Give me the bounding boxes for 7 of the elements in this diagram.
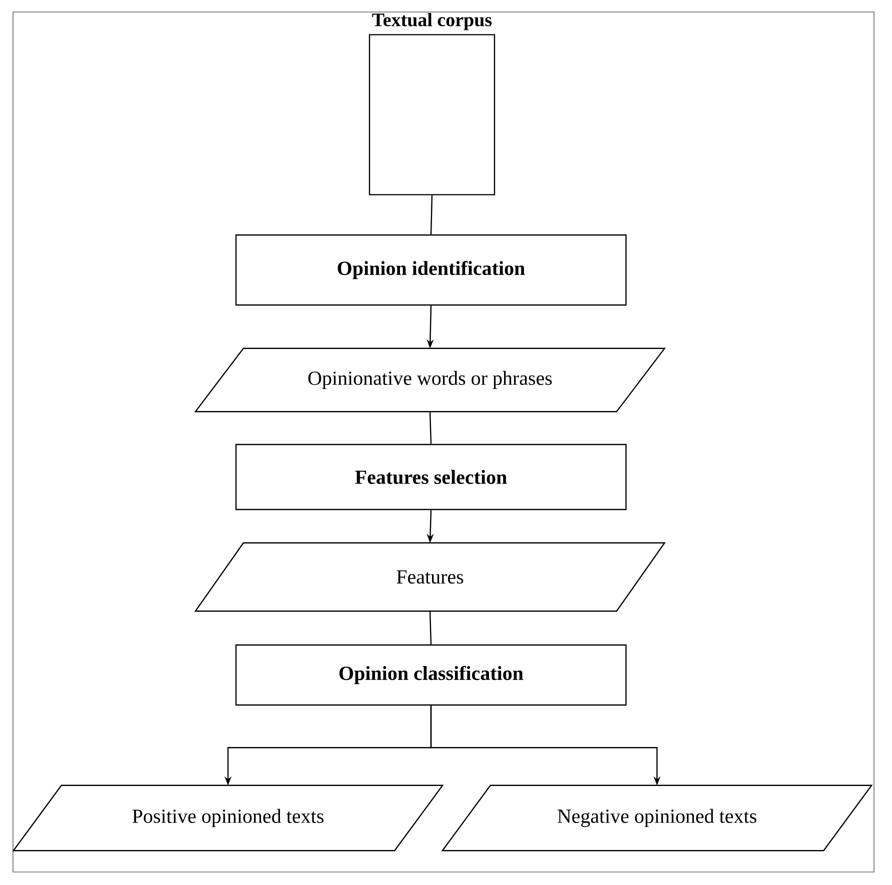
connector bbox=[429, 611, 432, 644]
process-box: Features selection bbox=[235, 444, 627, 510]
process-box: Opinion classification bbox=[235, 644, 627, 706]
connector bbox=[429, 412, 432, 444]
database-cylinder: Textual corpus bbox=[368, 12, 496, 196]
process-box: Opinion identification bbox=[235, 234, 627, 306]
connector bbox=[430, 195, 433, 234]
